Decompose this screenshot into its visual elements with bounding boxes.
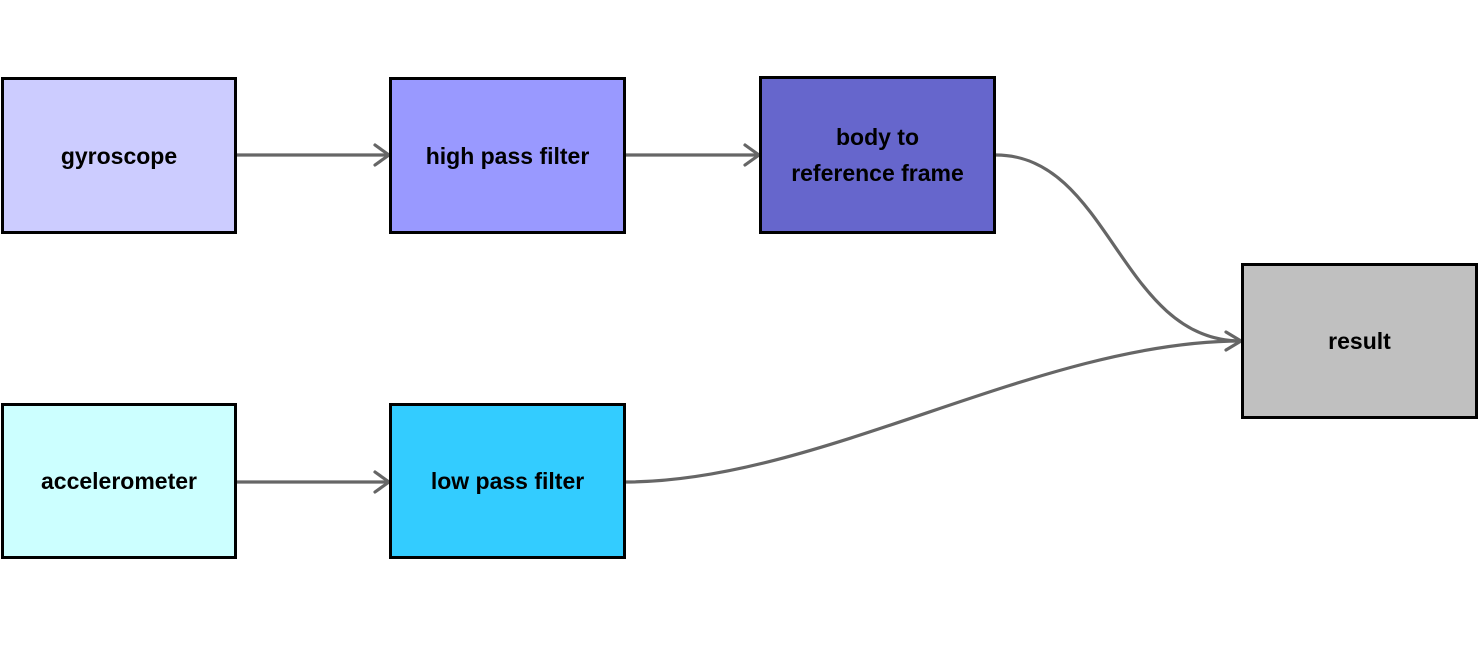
node-label-gyroscope: gyroscope [60, 142, 178, 169]
node-low-pass-filter: low pass filter [389, 403, 626, 559]
node-label-accelerometer: accelerometer [41, 468, 197, 494]
node-label-high-pass-filter: high pass filter [425, 142, 590, 169]
node-label-result: result [1328, 328, 1391, 354]
node-high-pass-filter: high pass filter [389, 77, 626, 234]
node-accelerometer: accelerometer [1, 403, 237, 559]
node-gyroscope: gyroscope [1, 77, 237, 234]
edge-body-frame-to-result [995, 153, 1242, 343]
node-label-low-pass-filter: low pass filter [430, 468, 585, 494]
edge-low-pass-filter-to-result [625, 330, 1243, 484]
edge-gyroscope-to-high-pass-filter [237, 143, 391, 167]
node-body-to-reference-frame: body to reference frame [759, 76, 996, 234]
edge-high-pass-filter-to-body-frame [626, 143, 761, 167]
edge-accelerometer-to-low-pass-filter [237, 470, 391, 494]
node-result: result [1241, 263, 1478, 419]
node-label-body-to-reference-frame: body to reference frame [791, 124, 964, 186]
